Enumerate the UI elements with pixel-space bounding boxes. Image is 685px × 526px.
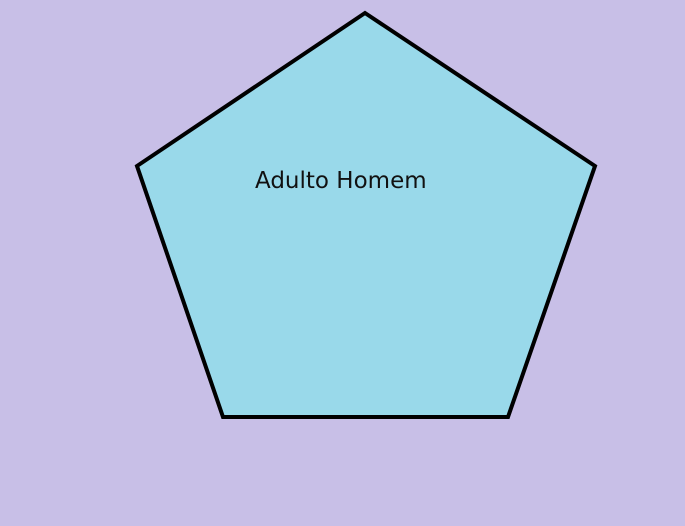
- pentagon-label: Adulto Homem: [255, 168, 427, 194]
- pentagon-shape: [134, 10, 598, 419]
